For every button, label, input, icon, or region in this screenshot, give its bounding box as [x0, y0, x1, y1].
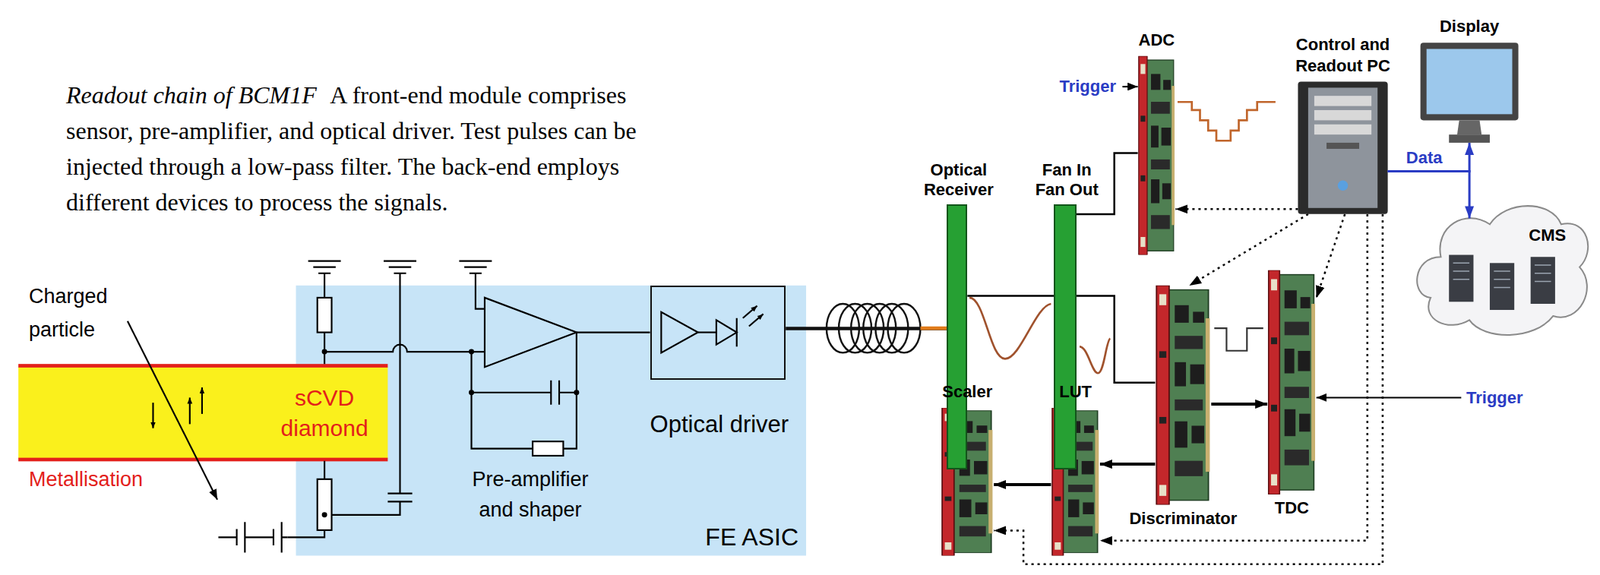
- signal-cable: [1076, 296, 1155, 383]
- optical-fibre: [785, 326, 947, 331]
- control-link: [1100, 214, 1368, 541]
- node-label: Fan In Fan Out: [1032, 160, 1101, 200]
- node-label: sCVD diamond: [258, 382, 392, 444]
- trigger-label: Trigger: [1047, 76, 1117, 97]
- control-link: [1175, 208, 1298, 211]
- optical-driver-box: Optical driver: [650, 285, 787, 380]
- node-label: Optical Receiver: [920, 160, 997, 200]
- edge-label: Data: [1406, 148, 1443, 168]
- node-label: CMS: [1528, 225, 1566, 246]
- adc-module: ADC: [1138, 56, 1177, 256]
- caption-block: Readout chain of BCM1FA front-end module…: [66, 77, 638, 221]
- node-label: Control and Readout PC: [1286, 34, 1401, 77]
- node-label: TDC: [1274, 498, 1310, 519]
- tdc-module: TDC: [1267, 270, 1316, 495]
- readout-pc: Control and Readout PC: [1297, 81, 1388, 215]
- optical-receiver: Optical Receiver: [946, 204, 968, 470]
- signal-arrow: [1100, 462, 1156, 466]
- node-label: Display: [1439, 16, 1499, 37]
- data-link: [1388, 142, 1471, 172]
- scaler-module: Scaler: [940, 407, 994, 557]
- particle-label: Charged particle: [28, 279, 132, 347]
- node-label: ADC: [1138, 30, 1176, 51]
- control-link: [993, 214, 1383, 565]
- preamp-label: Pre-amplifier and shaper: [461, 464, 599, 525]
- control-link: [1316, 214, 1346, 298]
- signal-cable: [967, 294, 1054, 298]
- metallisation-label: Metallisation: [28, 466, 143, 493]
- control-link: [1188, 214, 1309, 286]
- caption-title: Readout chain of BCM1F: [66, 81, 317, 109]
- data-link: [1388, 171, 1471, 219]
- trigger-label: Trigger: [1466, 388, 1535, 408]
- node-label: Discriminator: [1128, 509, 1237, 529]
- discriminator-module: Discriminator: [1154, 285, 1212, 506]
- diamond-sensor: sCVD diamond: [18, 363, 388, 462]
- signal-arrow: [993, 483, 1051, 487]
- node-label: FE ASIC: [705, 522, 799, 552]
- fan-in-fan-out: Fan In Fan Out: [1053, 204, 1077, 470]
- cms-cloud: CMS: [1413, 218, 1589, 339]
- signal-arrow: [1211, 402, 1268, 406]
- node-label: Scaler: [942, 382, 993, 402]
- display-monitor: Display: [1418, 42, 1521, 143]
- node-label: Optical driver: [650, 410, 790, 439]
- node-label: LUT: [1059, 382, 1092, 402]
- lut-module: LUT: [1050, 407, 1100, 557]
